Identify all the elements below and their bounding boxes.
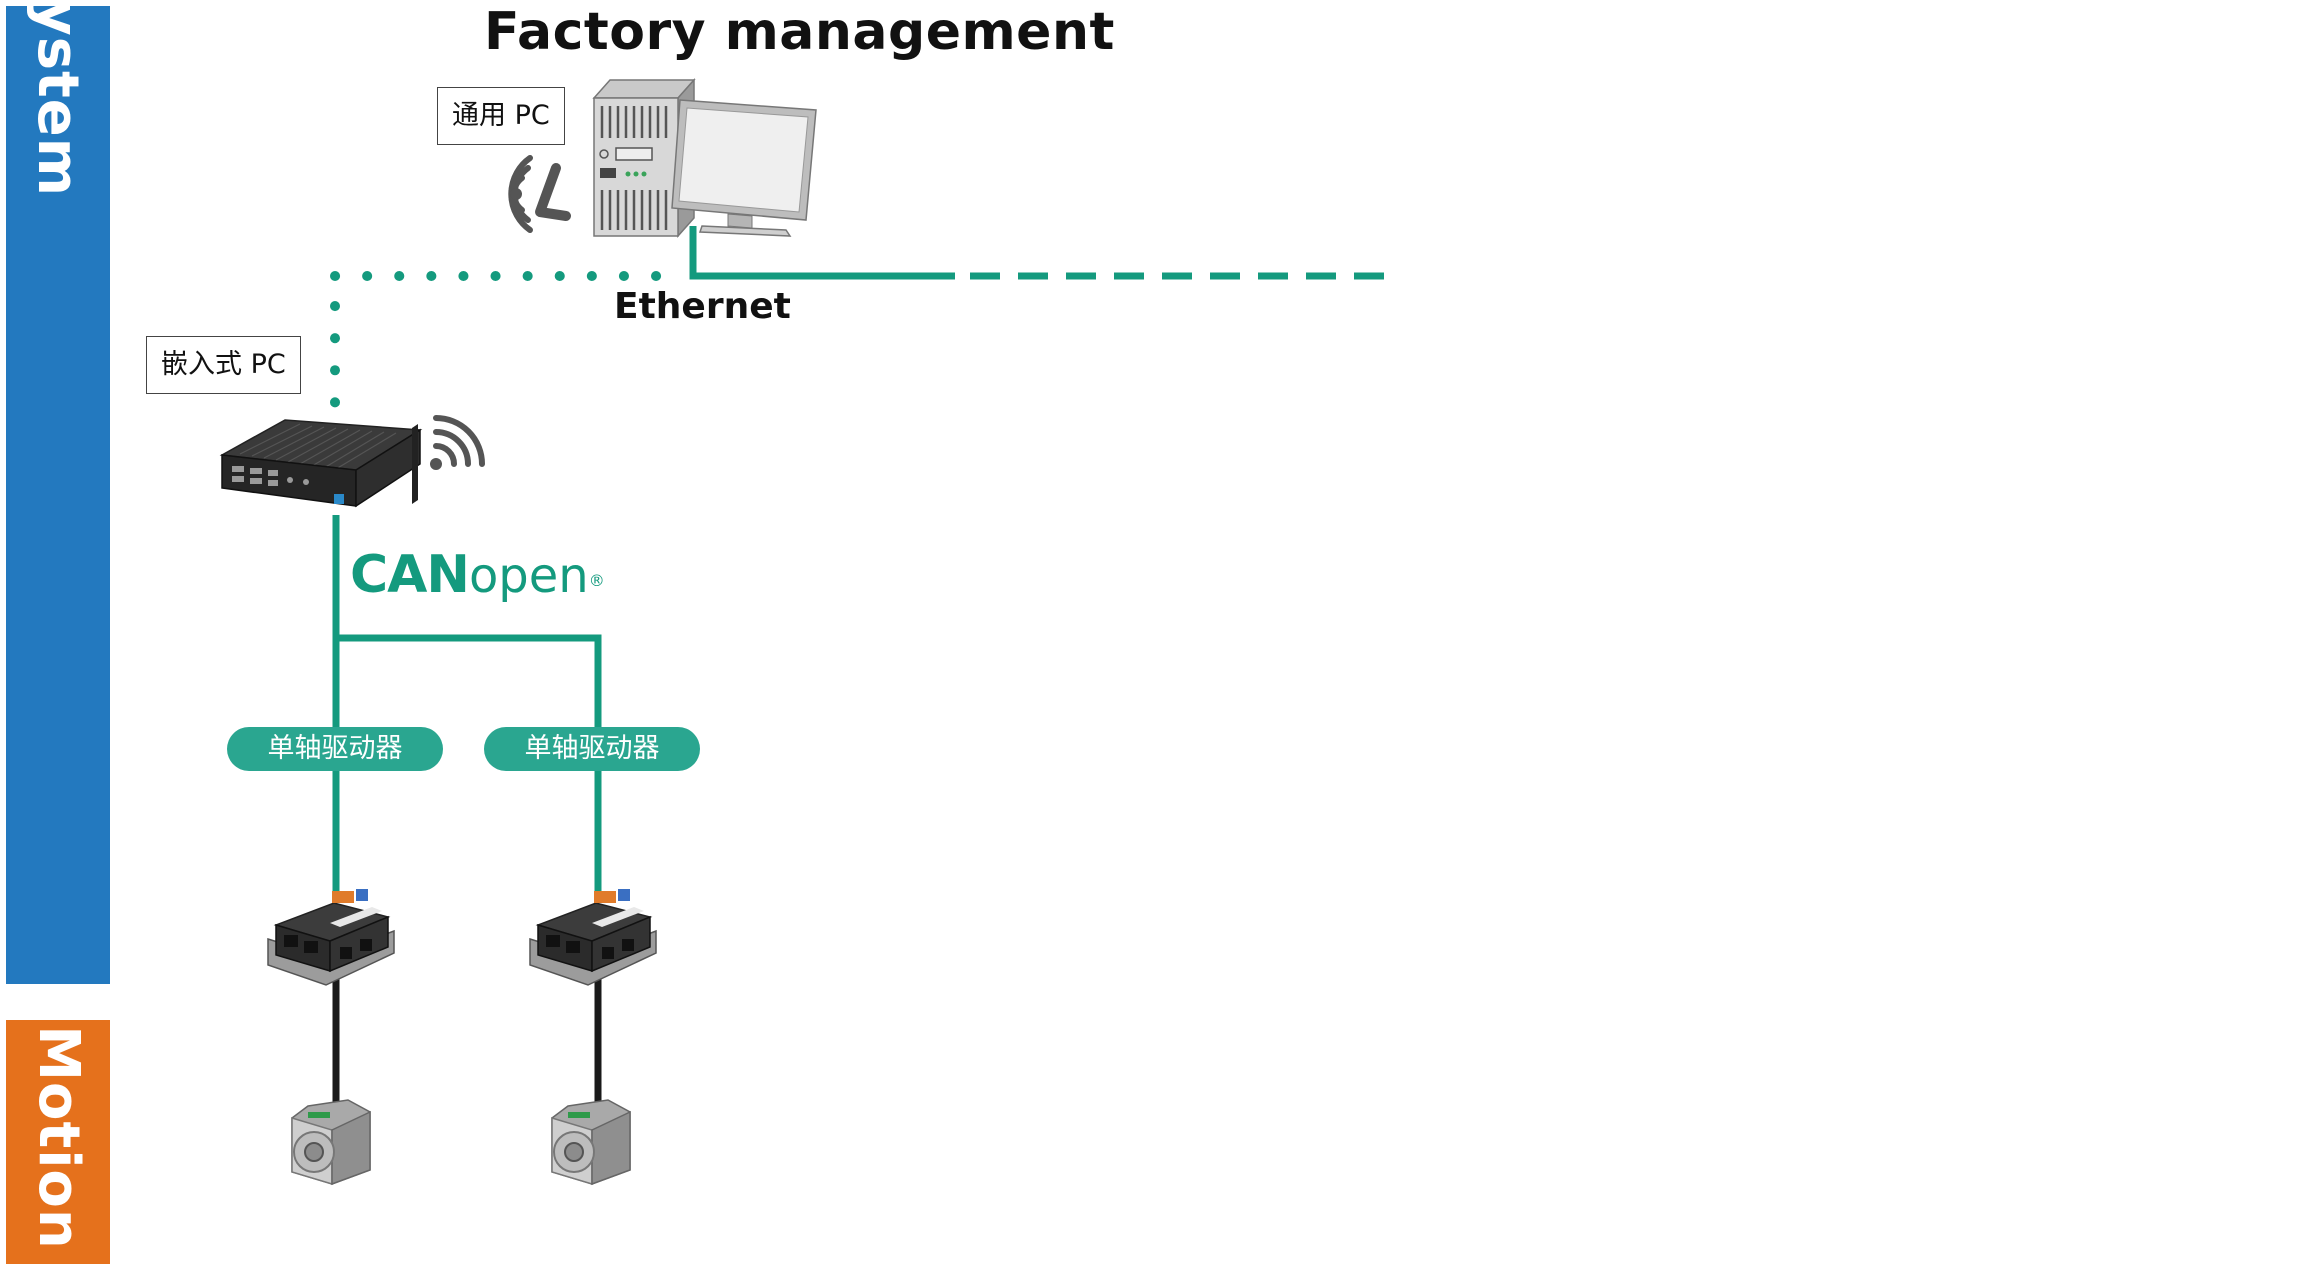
monitor-icon bbox=[671, 99, 817, 237]
antenna-wifi-icon bbox=[430, 415, 485, 470]
driver-device-icon bbox=[267, 889, 395, 986]
driver-device-icon bbox=[529, 889, 657, 986]
system-sidebar: System bbox=[6, 6, 110, 984]
canopen-logo-open: open bbox=[468, 548, 589, 604]
page-title: Factory management bbox=[484, 2, 1115, 62]
motion-sidebar: Motion bbox=[6, 1020, 110, 1264]
embedded-pc-icon bbox=[219, 415, 485, 508]
ethernet-line bbox=[689, 226, 1400, 280]
general-pc-label: 通用 PC bbox=[437, 87, 565, 145]
motor-icon bbox=[551, 1099, 631, 1186]
motor-icon bbox=[291, 1099, 371, 1186]
motor-cable bbox=[332, 975, 602, 1115]
ethernet-label: Ethernet bbox=[614, 286, 791, 327]
canopen-logo-can: CAN bbox=[350, 545, 470, 605]
desktop-pc-icon bbox=[592, 78, 817, 238]
driver-label-1: 单轴驱动器 bbox=[227, 727, 443, 771]
wireless-signal-icon bbox=[508, 155, 571, 233]
canopen-bus bbox=[332, 515, 602, 895]
canopen-logo-mark: ® bbox=[588, 571, 605, 590]
canopen-logo: CANopen® bbox=[350, 545, 605, 605]
embedded-pc-label: 嵌入式 PC bbox=[146, 336, 301, 394]
driver-label-2: 单轴驱动器 bbox=[484, 727, 700, 771]
